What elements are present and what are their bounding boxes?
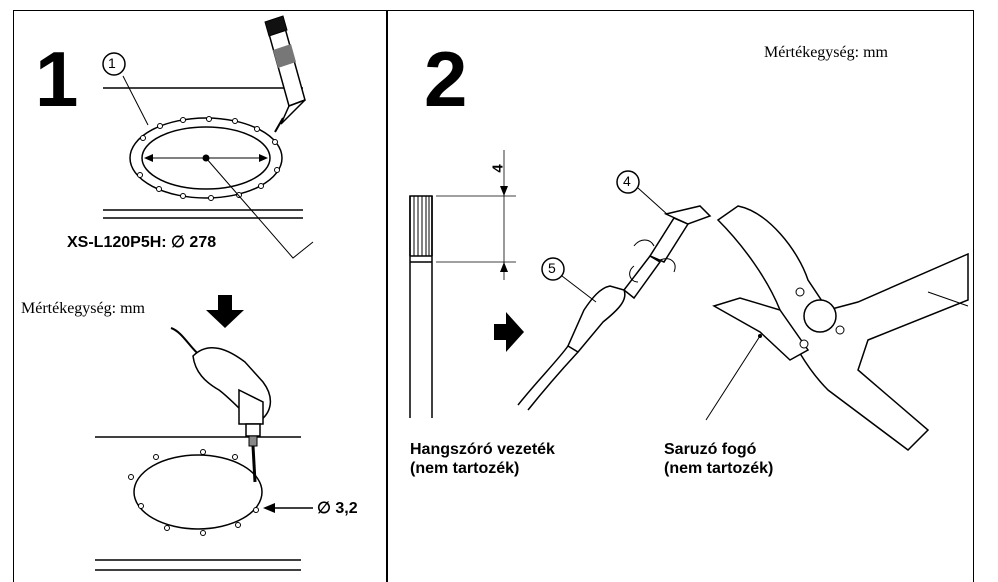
wire-label-line2: (nem tartozék) [410, 460, 520, 477]
unit-label: Mértékegység: mm [764, 44, 888, 61]
step-1-panel: 1 1 XS-L120P5H: ∅ 278 Mértékegység: mm ∅… [13, 10, 386, 582]
right-arrow-icon [494, 312, 524, 352]
speaker-template-ring [129, 116, 283, 201]
step-1-illustration [95, 15, 314, 571]
callout-4-circle [616, 170, 640, 194]
drill-icon [170, 327, 272, 483]
callout-4-number: 4 [623, 173, 631, 189]
callout-1-number: 1 [108, 55, 116, 71]
strip-length-value: 4 [489, 164, 507, 173]
speaker-wire-icon [409, 195, 433, 418]
crimp-connector-icon [517, 205, 712, 411]
hole-pointer-arrowhead [263, 503, 275, 513]
mounting-hole [128, 449, 263, 536]
tool-label-line2: (nem tartozék) [664, 460, 774, 477]
callout-4-leader [637, 187, 669, 216]
crimping-pliers-icon [705, 205, 969, 451]
callout-1-circle [102, 52, 126, 76]
step-2-illustration [409, 150, 969, 451]
unit-label: Mértékegység: mm [21, 300, 145, 317]
callout-1-leader [122, 75, 149, 126]
step-number-2: 2 [424, 35, 468, 123]
marker-pen-icon [264, 15, 306, 133]
hole-diameter-label: ∅ 3,2 [317, 500, 358, 517]
diameter-leader [205, 157, 314, 259]
step-number-1: 1 [35, 35, 79, 123]
wire-label-line1: Hangszóró vezeték [410, 441, 555, 458]
step-2-panel: 2 Mértékegység: mm 4 4 5 Hangszóró vezet… [388, 10, 974, 582]
tool-label-line1: Saruzó fogó [664, 441, 757, 458]
panel-divider [386, 10, 388, 582]
callout-5-circle [541, 257, 565, 281]
callout-5-number: 5 [548, 260, 556, 276]
down-arrow-icon [206, 295, 244, 328]
strip-length-dimension [436, 150, 516, 280]
callout-5-leader [561, 275, 597, 303]
instruction-frame [13, 10, 974, 582]
model-diameter-label: XS-L120P5H: ∅ 278 [67, 234, 217, 251]
